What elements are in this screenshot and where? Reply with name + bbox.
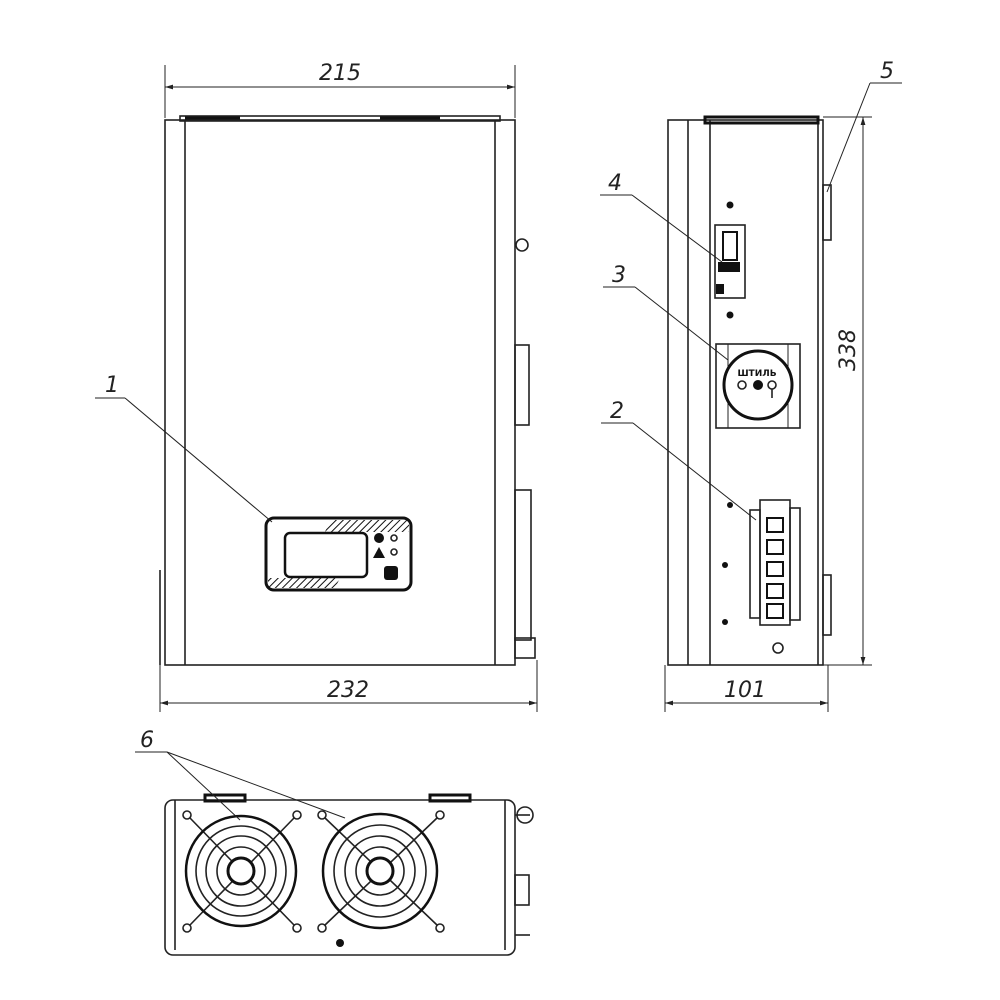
dimension-338: 338 <box>823 116 872 666</box>
lcd-screen <box>283 531 369 579</box>
dimension-101: 101 <box>664 665 829 712</box>
power-socket: ШТИЛЬ <box>715 343 801 429</box>
callout-4: 4 <box>600 171 723 263</box>
svg-text:6: 6 <box>140 728 154 753</box>
svg-text:4: 4 <box>608 171 622 196</box>
svg-text:1: 1 <box>105 373 119 398</box>
svg-text:232: 232 <box>327 678 369 703</box>
button-icon <box>384 566 398 580</box>
callout-6: 6 <box>135 728 346 821</box>
callout-2: 2 <box>601 399 757 521</box>
dimension-232: 232 <box>159 660 538 712</box>
circuit-breaker <box>714 224 746 299</box>
side-view: ШТИЛЬ <box>667 115 832 666</box>
callout-5: 5 <box>826 59 902 193</box>
callout-1: 1 <box>95 373 273 523</box>
bottom-view <box>164 793 534 956</box>
indicator-icon <box>374 533 384 543</box>
svg-text:5: 5 <box>880 59 894 84</box>
svg-text:2: 2 <box>610 399 624 424</box>
svg-text:101: 101 <box>724 678 766 703</box>
fan-right <box>317 810 445 933</box>
svg-text:215: 215 <box>319 61 361 86</box>
dimension-215: 215 <box>164 61 516 118</box>
svg-text:3: 3 <box>612 263 626 288</box>
terminal-block <box>749 499 801 626</box>
svg-text:ШТИЛЬ: ШТИЛЬ <box>737 369 776 379</box>
svg-text:338: 338 <box>836 329 861 371</box>
front-view <box>159 115 536 666</box>
fan-left <box>182 810 302 933</box>
callout-3: 3 <box>603 263 729 361</box>
triangle-icon <box>373 547 385 558</box>
control-display-panel <box>264 516 413 592</box>
